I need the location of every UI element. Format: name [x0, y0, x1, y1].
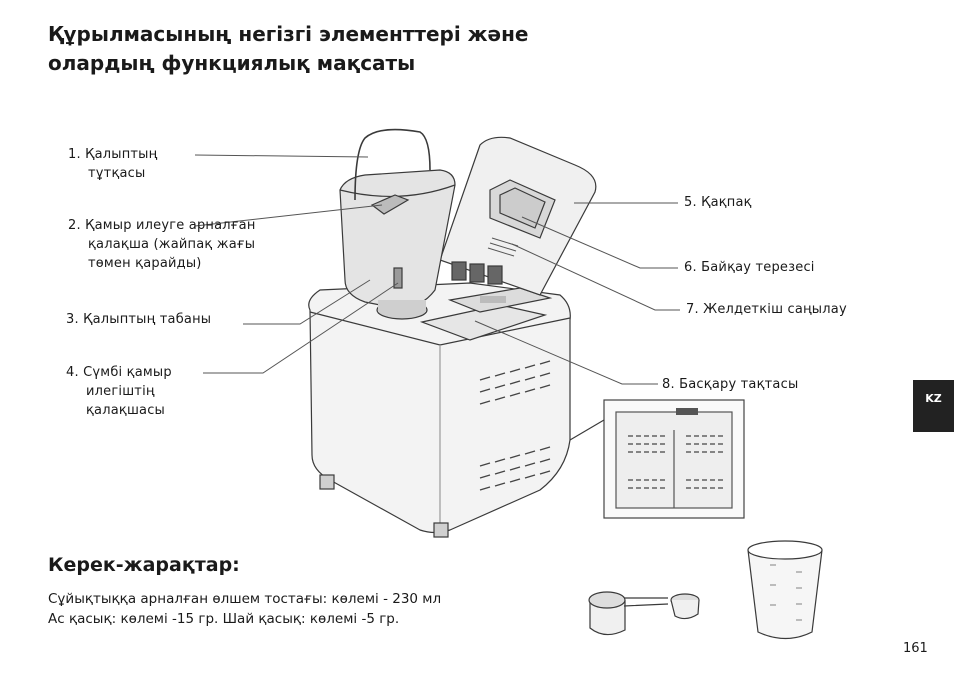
label-vent: 7. Желдеткіш саңылау	[686, 302, 847, 317]
page-title-line-2: олардың функциялық мақсаты	[48, 51, 416, 75]
measuring-spoons-image	[588, 591, 700, 636]
accessories-line-1: Сұйықтыққа арналған өлшем тостағы: көлем…	[48, 591, 442, 607]
accessories-line-2: Ас қасық: көлемі -15 гр. Шай қасық: көле…	[48, 611, 400, 627]
pan-handle	[354, 128, 431, 201]
label-stir-blade: 4. Сүмбі қамыр илегіштің қалақшасы	[66, 365, 172, 418]
page-number: 161	[903, 641, 928, 656]
stir-blade	[393, 267, 403, 289]
kneading-blade	[370, 194, 410, 215]
label-lid: 5. Қақпақ	[684, 195, 752, 210]
language-tab: KZ	[913, 380, 954, 432]
accessories-description: Сұйықтыққа арналған өлшем тостағы: көлем…	[48, 589, 441, 629]
label-viewing-window: 6. Байқау терезесі	[684, 260, 815, 275]
page-title: Құрылмасының негізгі элементтері және ол…	[48, 20, 529, 78]
accessories-title: Керек-жарақтар:	[48, 554, 240, 576]
machine-foot-left	[319, 474, 335, 490]
label-kneading-blade: 2. Қамыр илеуге арналған қалақша (жайпақ…	[68, 218, 256, 271]
baking-pan	[339, 169, 456, 309]
label-control-panel: 8. Басқару тақтасы	[662, 377, 799, 392]
label-pan-base: 3. Қалыптың табаны	[66, 312, 212, 327]
measuring-cup-image	[747, 540, 823, 640]
label-pan-handle: 1. Қалыптың тұтқасы	[68, 147, 158, 181]
page-title-line-1: Құрылмасының негізгі элементтері және	[48, 22, 529, 46]
machine-foot-right	[433, 522, 449, 538]
control-panel	[419, 304, 548, 341]
side-vents	[479, 360, 551, 491]
